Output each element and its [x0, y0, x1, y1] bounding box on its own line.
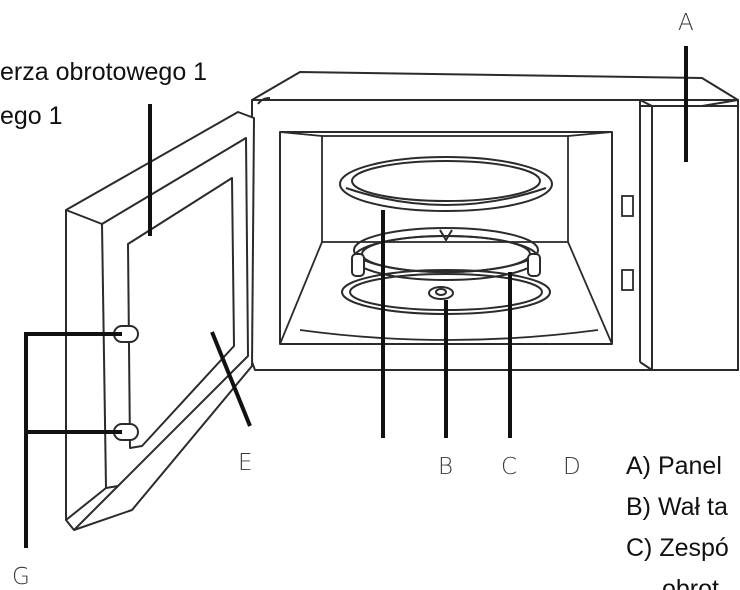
leader-g [24, 332, 122, 548]
label-b: B [438, 454, 453, 480]
caption-line-2: ego 1 [0, 102, 63, 130]
legend: A) Panel B) Wał ta C) Zespó obrot [626, 452, 729, 590]
legend-item-a: A) Panel [626, 452, 722, 480]
leader-lines [24, 46, 688, 548]
leader-e [210, 331, 252, 427]
turntable-plate [339, 156, 553, 212]
label-e: E [238, 450, 253, 476]
legend-item-c-cont: obrot [662, 575, 719, 590]
door [65, 111, 255, 531]
oven-cavity [279, 131, 634, 345]
label-g: G [12, 564, 30, 590]
control-panel [639, 99, 739, 371]
label-a: A [678, 10, 694, 36]
legend-item-c: C) Zespó [626, 534, 729, 562]
label-c: C [501, 454, 517, 480]
label-d: D [563, 454, 581, 480]
drive-shaft [428, 286, 454, 300]
caption-line-1: erza obrotowego 1 [0, 58, 207, 86]
legend-item-b: B) Wał ta [626, 493, 728, 521]
